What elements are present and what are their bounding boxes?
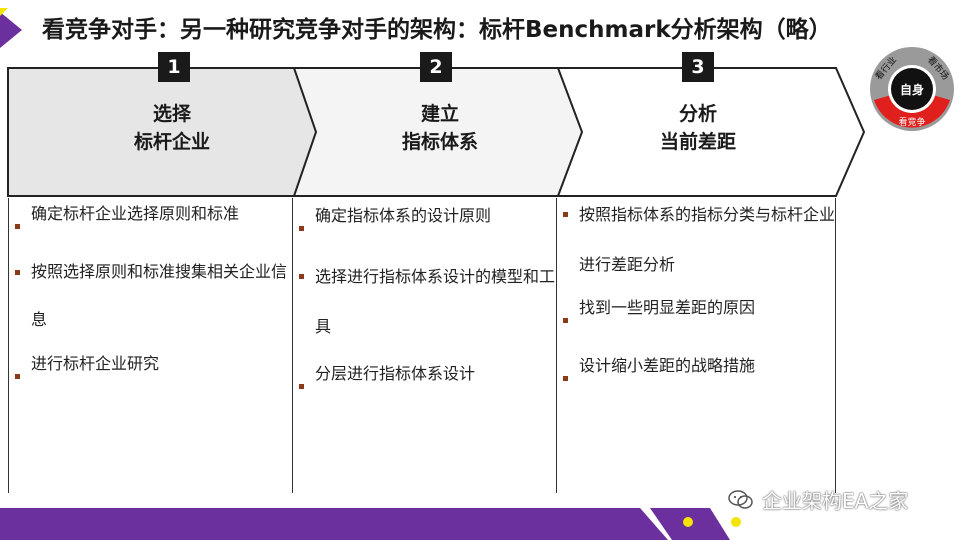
step-1-title-line1: 选择: [152, 103, 191, 125]
step-2-bullet-3: 分层进行指标体系设计: [293, 362, 555, 389]
step-3-title-line1: 分析: [678, 103, 717, 125]
step-1-bullet-1: 确定标杆企业选择原则和标准: [9, 202, 289, 229]
step-3-bullet-2: 找到一些明显差距的原因: [557, 296, 835, 323]
step-2-title: 建立 指标体系: [340, 100, 540, 156]
footer-yellow-dot-2: [731, 517, 741, 527]
step-1-title: 选择 标杆企业: [72, 100, 272, 156]
step-1-title-line2: 标杆企业: [133, 131, 210, 153]
step-1-bullet-3: 进行标杆企业研究: [9, 352, 289, 379]
step-3-bullet-3: 设计缩小差距的战略措施: [557, 354, 835, 381]
step-1-number: 1: [158, 52, 190, 82]
watermark: 企业架构EA之家: [728, 485, 908, 514]
watermark-text: 企业架构EA之家: [762, 489, 909, 513]
step-2-title-line2: 指标体系: [401, 131, 478, 153]
footer-yellow-dot-1: [683, 517, 693, 527]
title-bar: 看竞争对手：另一种研究竞争对手的架构：标杆Benchmark分析架构（略）: [0, 0, 960, 52]
step-2-title-line1: 建立: [420, 103, 459, 125]
step-3-bullet-1: 按照指标体系的指标分类与标杆企业进行差距分析: [557, 190, 835, 290]
title-accent-shape: [0, 8, 22, 48]
step-1-bullet-2: 按照选择原则和标准搜集相关企业信息: [9, 248, 289, 344]
footer-purple-bar: [0, 508, 668, 540]
footer-band: [0, 508, 741, 540]
ring-center: [891, 68, 933, 110]
ring-center-label: 自身: [900, 82, 924, 97]
perspective-ring: 自身 看行业 看市场 看竞争: [870, 47, 954, 131]
step-3-title-line2: 当前差距: [659, 131, 736, 153]
step-1-column: 确定标杆企业选择原则和标准 按照选择原则和标准搜集相关企业信息 进行标杆企业研究: [8, 198, 289, 493]
process-chevrons: [7, 67, 866, 197]
step-3-number: 3: [682, 52, 714, 82]
step-3-title: 分析 当前差距: [598, 100, 798, 156]
step-3-column: 按照指标体系的指标分类与标杆企业进行差距分析 找到一些明显差距的原因 设计缩小差…: [556, 198, 836, 493]
ring-bottom-label: 看竞争: [898, 116, 925, 128]
wechat-icon: [728, 489, 753, 509]
step-2-column: 确定指标体系的设计原则 选择进行指标体系设计的模型和工具 分层进行指标体系设计: [292, 198, 555, 493]
step-2-bullet-2: 选择进行指标体系设计的模型和工具: [293, 252, 555, 352]
step-2-bullet-1: 确定指标体系的设计原则: [293, 204, 555, 231]
step-2-number: 2: [420, 52, 452, 82]
page-title: 看竞争对手：另一种研究竞争对手的架构：标杆Benchmark分析架构（略）: [42, 17, 832, 43]
chevron-step-3: [556, 67, 866, 197]
